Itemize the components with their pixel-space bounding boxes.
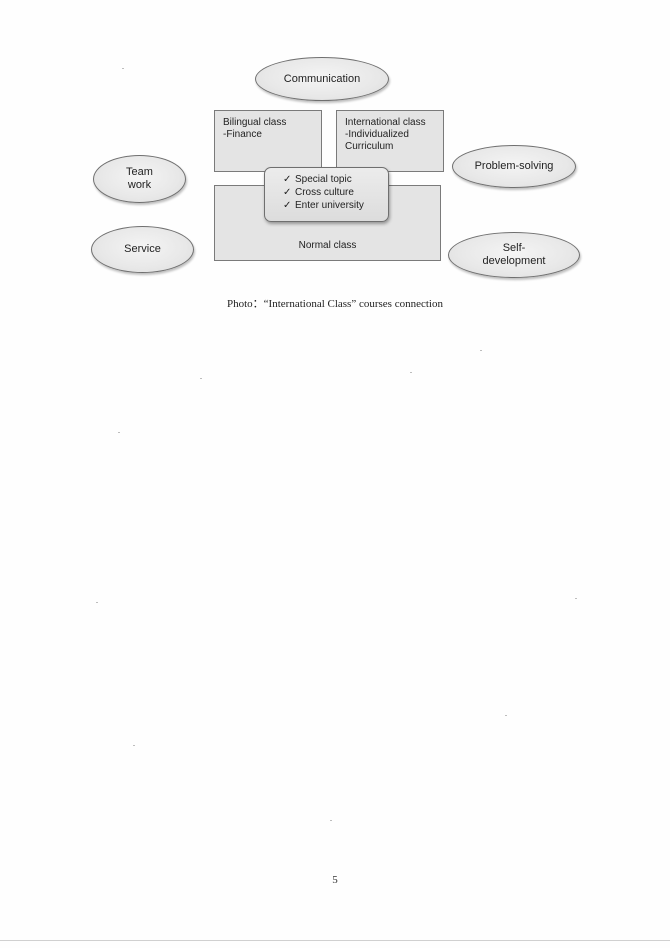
oval-self-development: Self- development (448, 232, 580, 278)
box-bilingual-class: Bilingual class -Finance (214, 110, 322, 172)
scan-speck (575, 598, 577, 599)
oval-team-work-label: Team work (126, 166, 153, 192)
oval-service: Service (91, 226, 194, 273)
self-development-line-2: development (482, 255, 546, 267)
scan-speck (505, 715, 507, 716)
oval-problem-solving: Problem-solving (452, 145, 576, 188)
box-international-label: International class -Individualized Curr… (345, 117, 426, 153)
international-line-3: Curriculum (345, 141, 394, 152)
topic-item-label: Cross culture (295, 187, 354, 198)
page-number: 5 (332, 874, 338, 886)
oval-problem-solving-label: Problem-solving (474, 160, 554, 172)
scan-speck (118, 432, 120, 433)
topics-box: ✓Special topic ✓Cross culture ✓Enter uni… (264, 167, 389, 222)
bilingual-line-1: Bilingual class (223, 117, 287, 128)
scan-speck (200, 378, 202, 379)
international-line-1: International class (345, 117, 426, 128)
box-international-class: International class -Individualized Curr… (336, 110, 444, 172)
topic-item: ✓Special topic (283, 173, 388, 186)
topic-item: ✓Enter university (283, 199, 388, 212)
check-icon: ✓ (283, 174, 292, 185)
check-icon: ✓ (283, 200, 292, 211)
topic-item: ✓Cross culture (283, 186, 388, 199)
topic-item-label: Special topic (295, 174, 352, 185)
self-development-line-1: Self- (502, 242, 526, 254)
team-work-line-2: work (127, 179, 152, 191)
oval-communication-label: Communication (283, 72, 361, 85)
scan-speck (480, 350, 482, 351)
box-normal-label: Normal class (298, 240, 357, 251)
scan-speck (133, 745, 135, 746)
topic-item-label: Enter university (295, 200, 364, 211)
scan-bottom-edge (0, 940, 670, 941)
scan-speck (96, 602, 98, 603)
figure-caption: Photo：“International Class” courses conn… (227, 298, 443, 310)
bilingual-line-2: -Finance (223, 129, 262, 140)
team-work-line-1: Team (126, 166, 153, 178)
check-icon: ✓ (283, 187, 292, 198)
box-bilingual-label: Bilingual class -Finance (223, 117, 286, 141)
oval-service-label: Service (124, 243, 161, 255)
scan-speck (122, 68, 124, 69)
oval-team-work: Team work (93, 155, 186, 203)
scan-speck (330, 820, 332, 821)
oval-communication: Communication (255, 57, 389, 101)
scan-speck (410, 372, 412, 373)
international-line-2: -Individualized (345, 129, 409, 140)
oval-self-development-label: Self- development (483, 242, 546, 268)
